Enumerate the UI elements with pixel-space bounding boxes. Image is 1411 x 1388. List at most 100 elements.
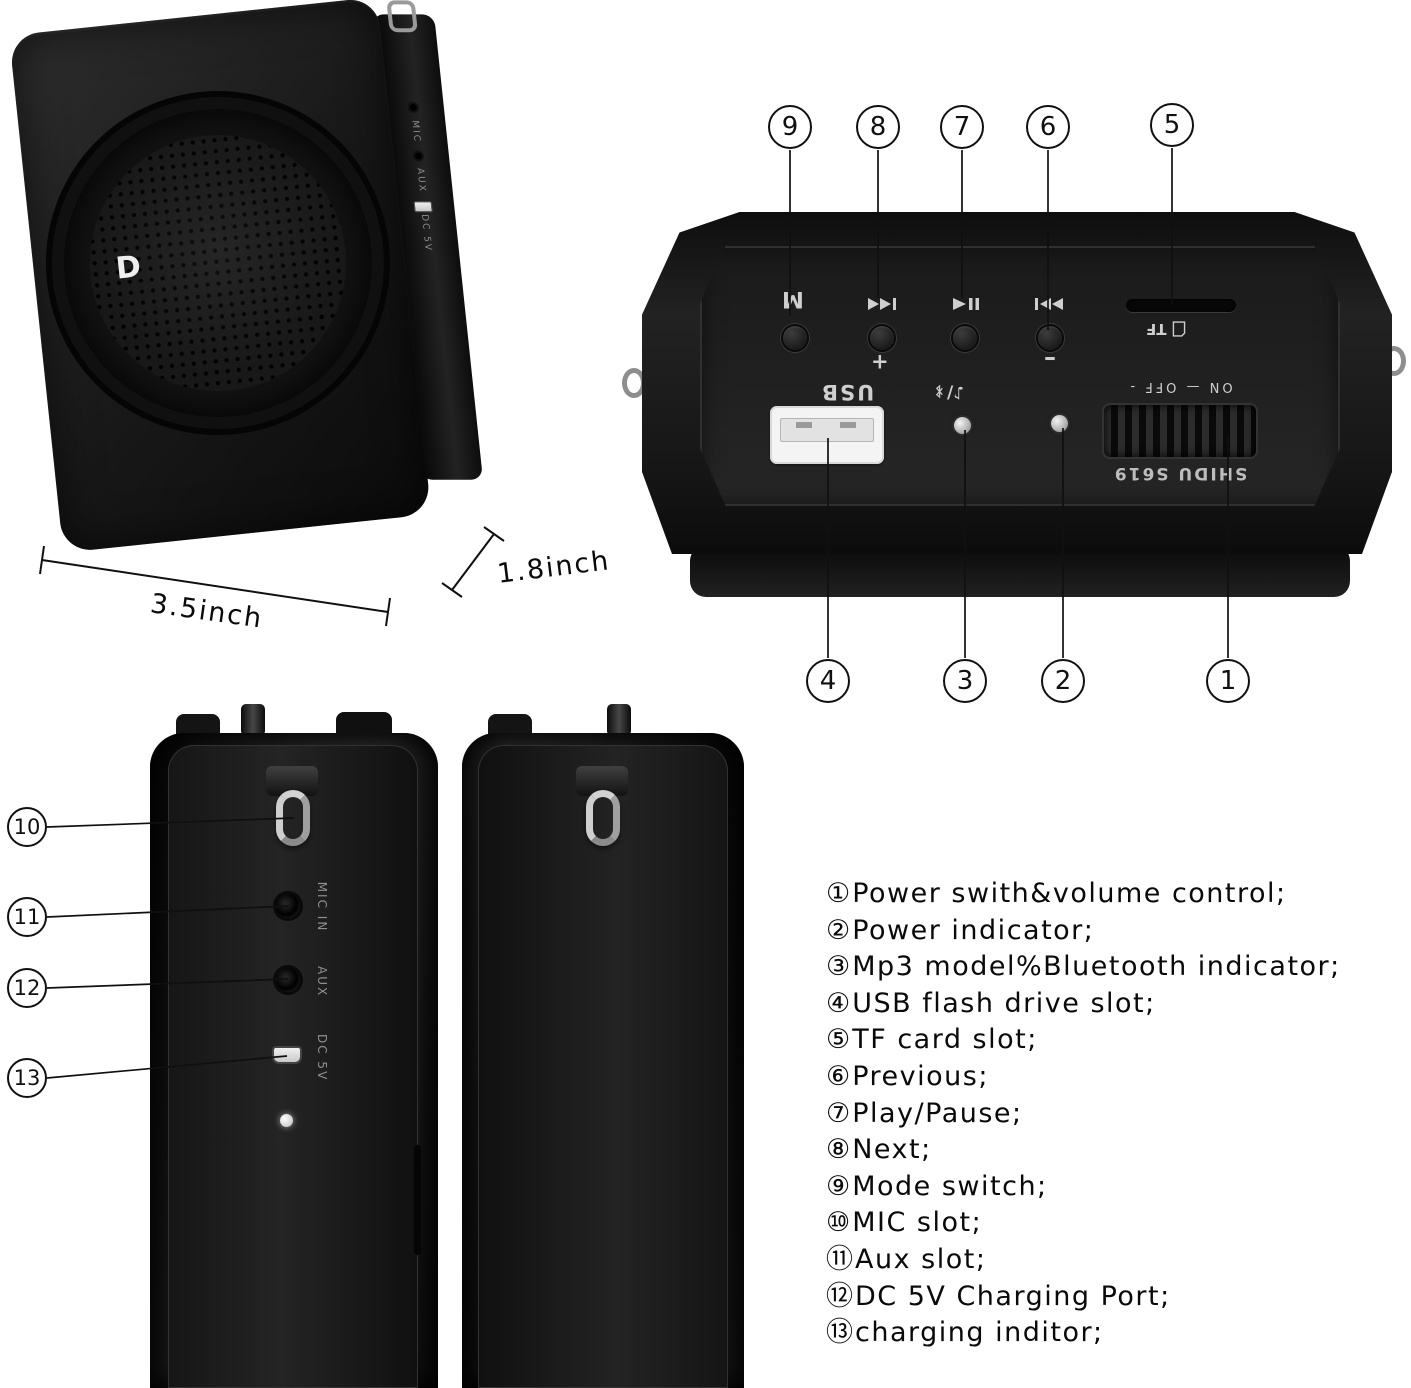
legend-label: charging inditor; — [855, 1317, 1104, 1349]
legend-label: Power swith&volume control; — [852, 878, 1287, 909]
aux-jack — [276, 968, 300, 992]
bluetooth-icon — [935, 385, 943, 399]
front-view: MIC AUX DC 5V D — [8, 0, 486, 553]
play-pause-button — [951, 324, 979, 352]
legend-label: Play/Pause; — [852, 1097, 1023, 1129]
dc-charging-port — [272, 1046, 302, 1064]
legend-label: MIC slot; — [852, 1207, 983, 1239]
legend-num: ② — [826, 914, 851, 946]
legend-label: TF card slot; — [852, 1024, 1038, 1056]
callout-6: 6 — [1026, 105, 1070, 149]
top-bump — [176, 714, 220, 736]
callout-4: 4 — [806, 659, 850, 703]
legend-num: ⑥ — [826, 1060, 851, 1092]
on-off-legend: ON — OFF - — [1127, 379, 1233, 394]
legend-num: ③ — [826, 951, 851, 983]
callout-13: 13 — [7, 1058, 47, 1098]
play-pause-icon — [953, 298, 979, 310]
top-bump — [488, 714, 532, 736]
legend-num: ⑦ — [826, 1097, 851, 1129]
callout-1: 1 — [1206, 659, 1250, 703]
charging-indicator-led — [280, 1114, 293, 1127]
legend-label: Mode switch; — [852, 1170, 1048, 1202]
legend-num: ⑧ — [826, 1134, 851, 1166]
aux-label: AUX — [315, 966, 329, 998]
legend-label: Mp3 model%Bluetooth indicator; — [852, 951, 1341, 983]
callout-3: 3 — [943, 659, 987, 703]
mic-in-label: MIC IN — [315, 881, 329, 933]
callout-9: 9 — [768, 105, 812, 149]
brand-model-text: SHIDU S619 — [1112, 463, 1248, 483]
music-bluetooth-label-group: ♪/ — [934, 382, 964, 402]
depth-dimension-label: 1.8inch — [495, 545, 612, 590]
legend-label: DC 5V Charging Port; — [855, 1280, 1171, 1312]
usb-port-tongue — [780, 418, 874, 442]
legend-num: ⑫ — [826, 1280, 853, 1312]
power-volume-switch — [1102, 403, 1258, 459]
legend-label: Aux slot; — [855, 1243, 987, 1275]
side-view-plain-panel — [478, 745, 728, 1388]
volume-plus-label: + — [871, 350, 889, 374]
callout-10: 10 — [7, 807, 47, 847]
tf-card-slot — [1126, 299, 1236, 312]
usb-pin — [840, 422, 856, 428]
usb-pin — [796, 422, 812, 428]
dc-5v-label: DC 5V — [315, 1034, 329, 1082]
tf-label: TF — [1146, 320, 1167, 338]
music-note-icon: ♪/ — [947, 382, 965, 402]
next-track-icon — [868, 298, 896, 310]
callout-12: 12 — [7, 968, 47, 1008]
callout-11: 11 — [7, 897, 47, 937]
mode-button-label: M — [782, 286, 804, 311]
d-ring-icon — [276, 790, 310, 846]
brand-logo: D — [114, 249, 143, 287]
hanging-ring-icon — [386, 0, 418, 33]
speaker-grille: D — [35, 80, 401, 446]
d-ring-icon — [586, 790, 620, 846]
front-face: D — [8, 0, 432, 553]
legend-label: Power indicator; — [852, 914, 1095, 946]
callout-2: 2 — [1041, 659, 1085, 703]
legend-num: ⑨ — [826, 1170, 851, 1202]
aux-hole — [413, 152, 422, 160]
mic-hole — [408, 103, 417, 111]
side-aux-label: AUX — [414, 168, 427, 193]
mic-in-jack — [276, 894, 300, 918]
legend-label: Next; — [852, 1134, 932, 1166]
usb-label: USB — [820, 380, 875, 404]
callout-8: 8 — [856, 105, 900, 149]
previous-button — [1036, 324, 1064, 352]
top-bump — [336, 712, 392, 736]
legend-label: USB flash drive slot; — [852, 987, 1156, 1019]
callout-5: 5 — [1150, 103, 1194, 147]
mode-button — [781, 324, 809, 352]
memory-card-icon — [1172, 321, 1186, 337]
volume-minus-label: – — [1044, 346, 1056, 374]
mp3-bluetooth-indicator-led — [954, 417, 971, 434]
side-mic-label: MIC — [409, 120, 422, 143]
usb-port — [770, 406, 884, 464]
top-screw — [241, 704, 265, 736]
previous-track-icon — [1035, 298, 1063, 310]
legend-label: Previous; — [852, 1060, 989, 1092]
strap-slot — [414, 1145, 421, 1255]
top-screw — [607, 704, 631, 736]
next-button — [868, 324, 896, 352]
width-dimension-label: 3.5inch — [148, 588, 266, 635]
side-dc-label: DC 5V — [418, 214, 433, 253]
